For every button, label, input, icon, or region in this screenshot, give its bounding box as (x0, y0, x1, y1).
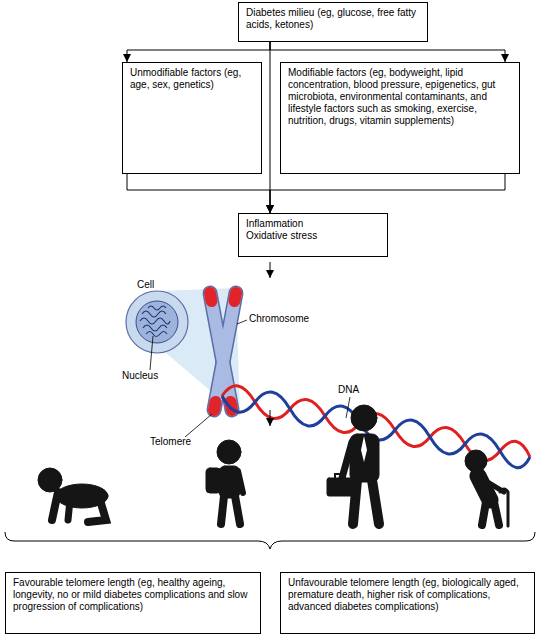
nucleus-symbol (136, 301, 178, 343)
flow-connector (270, 42, 271, 213)
chromatin-texture (140, 306, 170, 337)
limb-shape (52, 492, 58, 520)
node-text: Inflammation (246, 218, 380, 230)
outcome-box: Favourable telomere length (eg, healthy … (5, 572, 261, 634)
backpack-shape (206, 468, 221, 493)
leader-line (150, 336, 153, 370)
part-label: Telomere (150, 436, 191, 448)
tie-shape (361, 436, 367, 462)
part-label: Nucleus (122, 370, 158, 382)
milieu-box: Diabetes milieu (eg, glucose, free fatty… (238, 2, 428, 42)
factor-box: Modifiable factors (eg, bodyweight, lipi… (280, 62, 520, 174)
limb-shape (372, 480, 379, 524)
node-text: Modifiable factors (eg, bodyweight, lipi… (288, 67, 512, 127)
flow-connector (270, 42, 505, 62)
head-shape (217, 440, 241, 464)
limb-shape (353, 480, 357, 524)
limb-shape (238, 471, 243, 493)
limb-shape (494, 502, 499, 525)
limb-shape (68, 500, 70, 520)
factor-box: Unmodifiable factors (eg, age, sex, gene… (122, 62, 262, 174)
flow-connector (127, 174, 270, 213)
flow-arrow (270, 262, 271, 278)
part-label: Chromosome (249, 313, 309, 325)
leader-line (185, 414, 212, 437)
node-text: Favourable telomere length (eg, healthy … (13, 577, 253, 613)
head-shape (351, 405, 377, 431)
limb-shape (221, 496, 224, 524)
flow-arrow (270, 410, 271, 426)
briefcase-shape (327, 478, 353, 496)
node-text: Diabetes milieu (eg, glucose, free fatty… (246, 7, 420, 31)
part-label: Cell (137, 279, 154, 291)
node-text: Oxidative stress (246, 230, 380, 242)
limb-shape (235, 496, 240, 524)
leader-line (346, 397, 350, 418)
cane-shape (500, 489, 508, 526)
telomere-cap (235, 293, 237, 301)
process-box: InflammationOxidative stress (238, 213, 388, 257)
part-label: DNA (338, 384, 359, 396)
child-silhouette (206, 440, 243, 524)
baby-silhouette (38, 468, 108, 522)
flow-connector (127, 42, 270, 62)
grouping-brace (5, 532, 535, 549)
node-text: Unmodifiable factors (eg, age, sex, gene… (130, 67, 254, 91)
outcome-box: Unfavourable telomere length (eg, biolog… (280, 572, 535, 634)
flow-connector (270, 174, 505, 213)
limb-shape (88, 500, 106, 522)
cell-symbol (126, 291, 188, 353)
briefcase-handle (335, 474, 345, 478)
leader-line (237, 320, 247, 324)
adult-silhouette (327, 405, 379, 524)
limb-shape (342, 442, 352, 478)
elderly-silhouette (465, 450, 508, 526)
telomere-cap (210, 293, 212, 301)
node-text: Unfavourable telomere length (eg, biolog… (288, 577, 527, 613)
limb-shape (482, 502, 486, 525)
telomere-cap (214, 402, 216, 410)
